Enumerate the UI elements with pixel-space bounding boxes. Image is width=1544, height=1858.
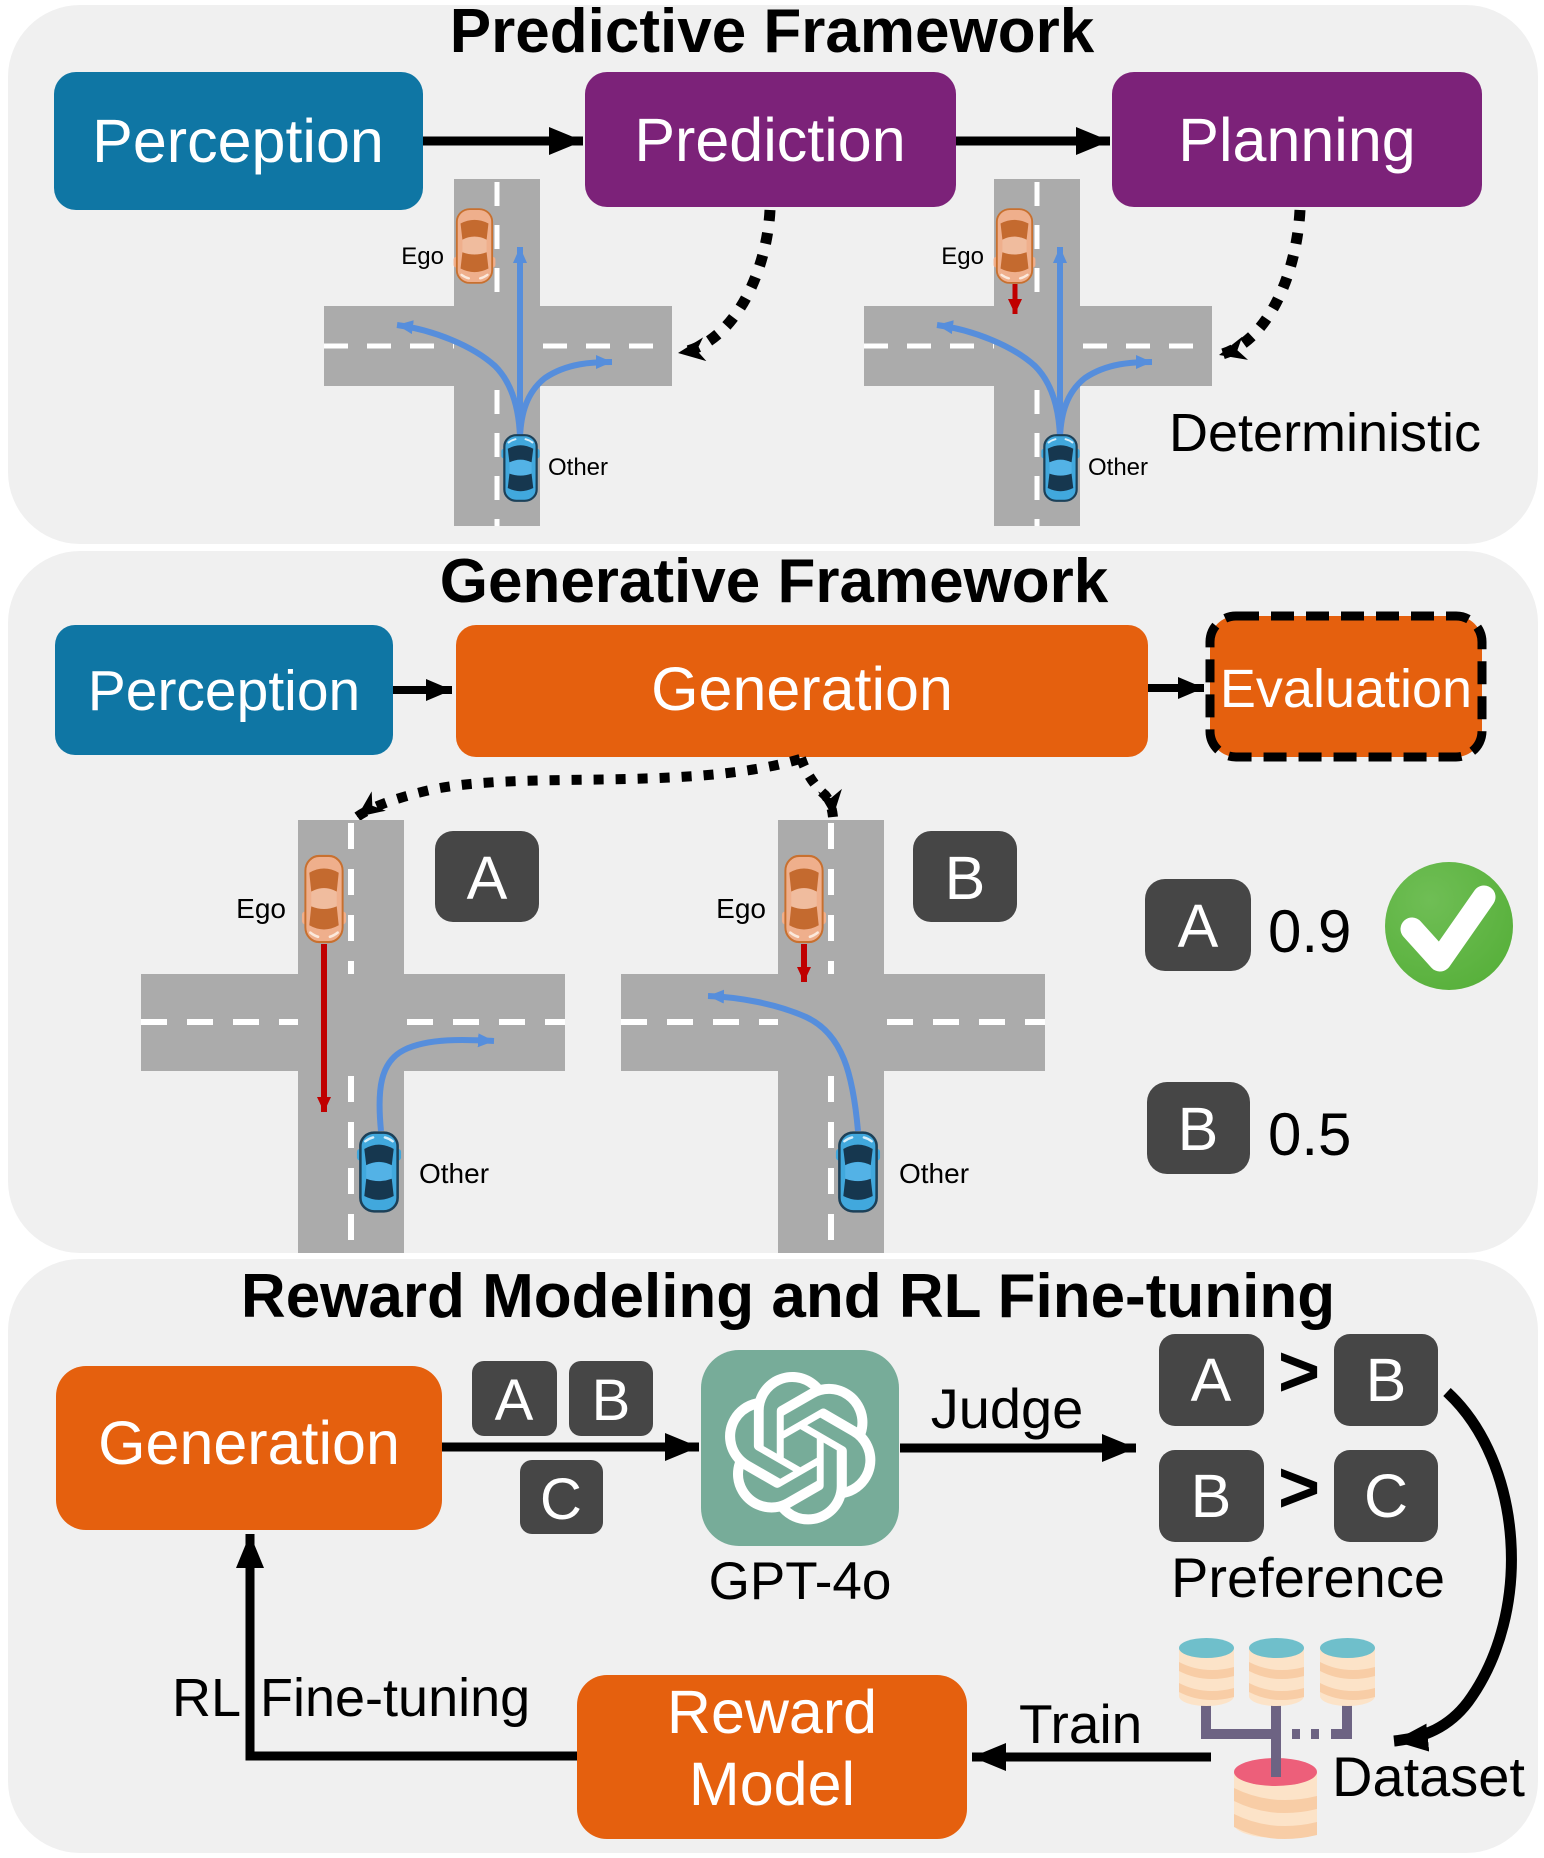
svg-text:C: C [540, 1467, 582, 1532]
svg-text:0.5: 0.5 [1268, 1101, 1351, 1168]
svg-text:Preference: Preference [1171, 1546, 1445, 1609]
svg-text:Model: Model [689, 1750, 855, 1818]
svg-text:B: B [592, 1368, 631, 1433]
svg-text:Prediction: Prediction [634, 106, 905, 174]
svg-text:Ego: Ego [716, 893, 766, 924]
svg-text:Ego: Ego [941, 243, 984, 270]
svg-text:Other: Other [1088, 454, 1148, 481]
svg-text:Other: Other [548, 454, 608, 481]
svg-text:B: B [1178, 1095, 1219, 1163]
svg-text:Deterministic: Deterministic [1169, 403, 1481, 463]
svg-text:Evaluation: Evaluation [1220, 659, 1472, 719]
svg-text:GPT-4o: GPT-4o [709, 1552, 892, 1611]
svg-text:Predictive Framework: Predictive Framework [450, 0, 1095, 66]
svg-text:A: A [495, 1368, 534, 1433]
svg-text:RL: RL [172, 1668, 241, 1728]
svg-text:A: A [1178, 892, 1219, 960]
svg-text:Reward: Reward [667, 1678, 877, 1746]
svg-text:C: C [1364, 1462, 1408, 1530]
svg-text:A: A [1191, 1346, 1232, 1414]
svg-text:Generative Framework: Generative Framework [440, 547, 1109, 616]
svg-text:A: A [467, 844, 508, 912]
svg-text:Perception: Perception [88, 659, 361, 723]
svg-text:>: > [1278, 1448, 1320, 1528]
svg-text:Perception: Perception [92, 107, 384, 175]
svg-text:Generation: Generation [98, 1409, 400, 1477]
svg-text:Ego: Ego [401, 243, 444, 270]
svg-text:Train: Train [1019, 1693, 1142, 1755]
svg-text:B: B [1191, 1462, 1232, 1530]
svg-text:Reward Modeling and RL Fine-tu: Reward Modeling and RL Fine-tuning [241, 1262, 1335, 1331]
svg-text:Ego: Ego [236, 893, 286, 924]
svg-text:Fine-tuning: Fine-tuning [260, 1668, 530, 1728]
svg-text:B: B [1366, 1346, 1407, 1414]
svg-text:Generation: Generation [651, 655, 953, 723]
svg-text:Dataset: Dataset [1332, 1745, 1525, 1808]
svg-text:Judge: Judge [931, 1377, 1084, 1440]
svg-text:0.9: 0.9 [1268, 898, 1351, 965]
svg-text:Other: Other [419, 1158, 489, 1189]
svg-text:Planning: Planning [1178, 106, 1415, 174]
svg-text:B: B [945, 844, 986, 912]
svg-text:Other: Other [899, 1158, 969, 1189]
svg-text:>: > [1278, 1332, 1320, 1412]
